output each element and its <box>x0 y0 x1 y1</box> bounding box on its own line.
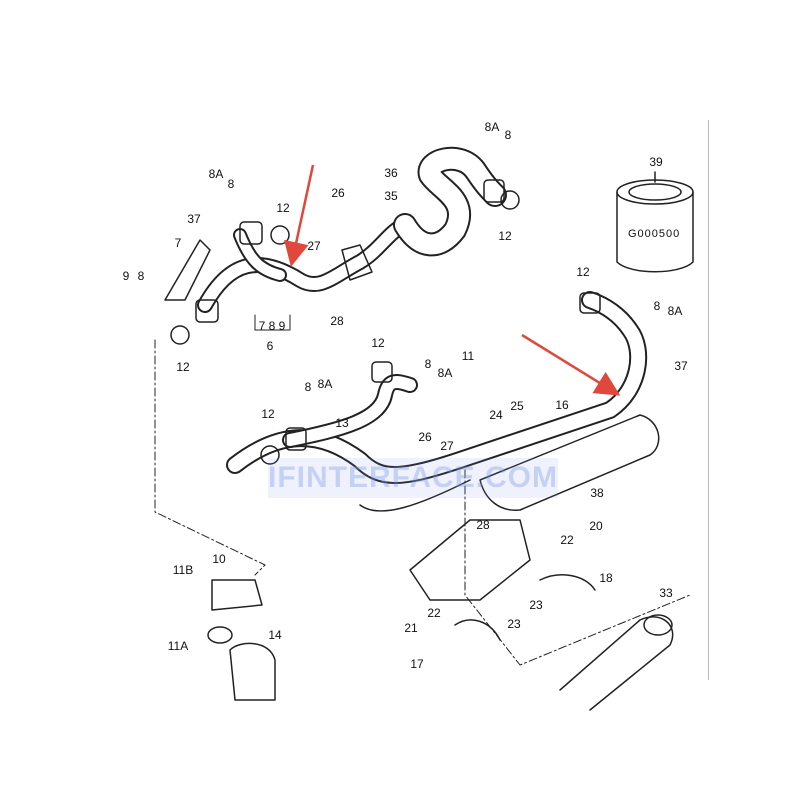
callout: 26 <box>418 430 432 444</box>
callout: 22 <box>427 606 441 620</box>
callout: 24 <box>489 408 503 422</box>
callout: 8 <box>137 269 145 283</box>
callout: 21 <box>404 621 418 635</box>
muffler <box>559 616 674 711</box>
callout: 36 <box>384 166 398 180</box>
callout: 37 <box>187 212 201 226</box>
flange <box>195 299 219 323</box>
callout: 20 <box>589 519 603 533</box>
filter-cartridge <box>616 171 694 273</box>
clamp <box>539 574 596 591</box>
flange <box>483 179 505 203</box>
callout: 26 <box>331 186 345 200</box>
watermark: IFINTERFACE.COM <box>268 458 558 498</box>
callout: 8A <box>437 366 453 380</box>
pipe-stub <box>229 642 276 701</box>
callout: 23 <box>529 598 543 612</box>
callout: 39 <box>649 155 663 169</box>
tail-pipe <box>226 291 648 512</box>
callout: 12 <box>276 201 290 215</box>
callout: 6 <box>266 339 274 353</box>
flange <box>285 427 307 451</box>
image-edge-line <box>708 120 709 680</box>
callout: 8A <box>208 167 224 181</box>
heat-exchanger-pipe <box>393 146 507 257</box>
filter-part-code: G000500 <box>628 228 681 240</box>
flange <box>371 361 393 383</box>
callout: 28 <box>330 314 344 328</box>
gasket <box>260 445 280 465</box>
heat-shield <box>479 414 660 511</box>
callout: 12 <box>176 360 190 374</box>
callout: 11B <box>172 563 194 577</box>
front-exhaust-pipe <box>197 217 413 313</box>
muffler-flange <box>643 614 673 636</box>
callout: 33 <box>659 586 673 600</box>
callout: 8 <box>227 177 235 191</box>
bracket <box>164 239 211 301</box>
callout: 7 <box>174 236 182 250</box>
callout: 28 <box>476 518 490 532</box>
callout: 8 <box>504 128 512 142</box>
callout: 8A <box>484 120 500 134</box>
bracket-group-7-8-9 <box>254 314 291 331</box>
callout: 9 <box>122 269 130 283</box>
red-arrow-tail-pipe <box>521 333 621 396</box>
gasket <box>500 190 520 210</box>
callout: 12 <box>371 336 385 350</box>
callout: 8 <box>424 357 432 371</box>
callout: 11A <box>167 639 189 653</box>
dashed-leader <box>464 469 691 666</box>
clamp <box>341 244 373 281</box>
callout: 12 <box>576 265 590 279</box>
flange <box>579 292 601 314</box>
callout: 25 <box>510 399 524 413</box>
flange <box>239 221 263 245</box>
callout: 35 <box>384 189 398 203</box>
callout: 14 <box>268 628 282 642</box>
flange-10 <box>211 579 263 611</box>
callout: 11 <box>461 349 475 363</box>
callout: 10 <box>212 552 226 566</box>
mounting-bracket <box>409 519 531 601</box>
callout: 8A <box>317 377 333 391</box>
gasket <box>270 225 290 245</box>
red-arrow-front-pipe <box>284 164 315 267</box>
callout: 16 <box>555 398 569 412</box>
dashed-leader <box>154 339 266 576</box>
callout: 7 8 9 <box>258 319 286 333</box>
clamp <box>454 619 501 641</box>
callout: 12 <box>498 229 512 243</box>
gasket <box>207 626 233 644</box>
callout: 37 <box>674 359 688 373</box>
callout: 18 <box>599 571 613 585</box>
callout: 23 <box>507 617 521 631</box>
callout: 22 <box>560 533 574 547</box>
callout: 8 <box>304 380 312 394</box>
callout: 12 <box>261 407 275 421</box>
callout: 8A <box>667 304 683 318</box>
callout: 13 <box>335 416 349 430</box>
callout: 17 <box>410 657 424 671</box>
callout: 38 <box>590 486 604 500</box>
callout: 27 <box>307 239 321 253</box>
callout: 27 <box>440 439 454 453</box>
callout: 8 <box>653 299 661 313</box>
gasket <box>170 325 190 345</box>
